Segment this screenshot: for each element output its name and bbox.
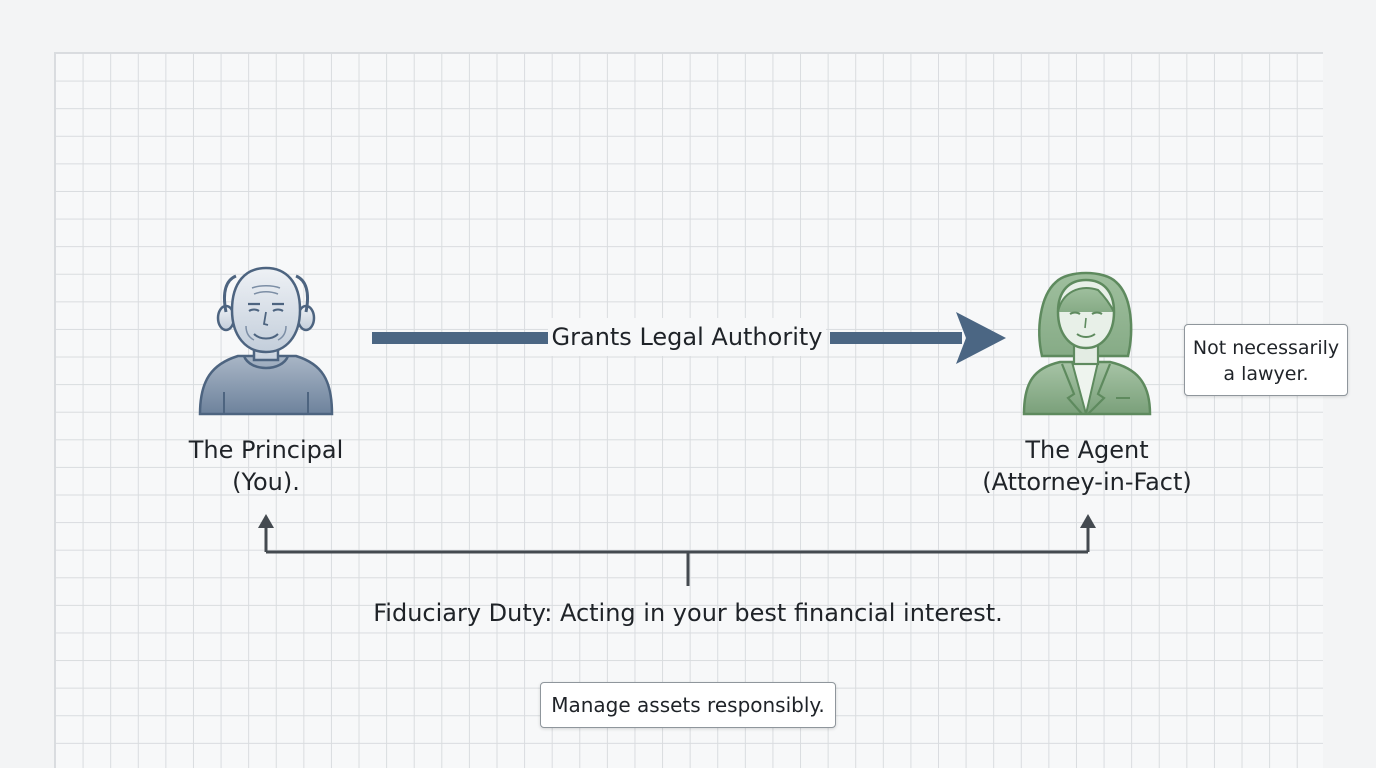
duty-arrowhead-left — [258, 514, 274, 528]
principal-label-line1: The Principal — [188, 436, 344, 464]
duty-arrowhead-right — [1080, 514, 1096, 528]
principal-label: The Principal (You). — [160, 434, 372, 498]
agent-label-line2: (Attorney-in-Fact) — [982, 468, 1192, 496]
note-not-lawyer: Not necessarily a lawyer. — [1184, 324, 1348, 396]
professional-woman-icon — [1022, 271, 1152, 416]
agent-label-line1: The Agent — [1025, 436, 1149, 464]
duty-bracket — [264, 524, 1090, 586]
duty-label: Fiduciary Duty: Acting in your best fina… — [373, 599, 1003, 627]
elderly-man-icon — [198, 266, 334, 416]
agent-label: The Agent (Attorney-in-Fact) — [976, 434, 1198, 498]
note-not-lawyer-line1: Not necessarily — [1192, 337, 1340, 359]
grant-arrow — [372, 312, 1006, 364]
note-manage-assets: Manage assets responsibly. — [540, 682, 836, 728]
grant-arrow-label: Grants Legal Authority — [548, 318, 826, 356]
note-not-lawyer-line2: a lawyer. — [1223, 363, 1309, 385]
principal-label-line2: (You). — [232, 468, 300, 496]
